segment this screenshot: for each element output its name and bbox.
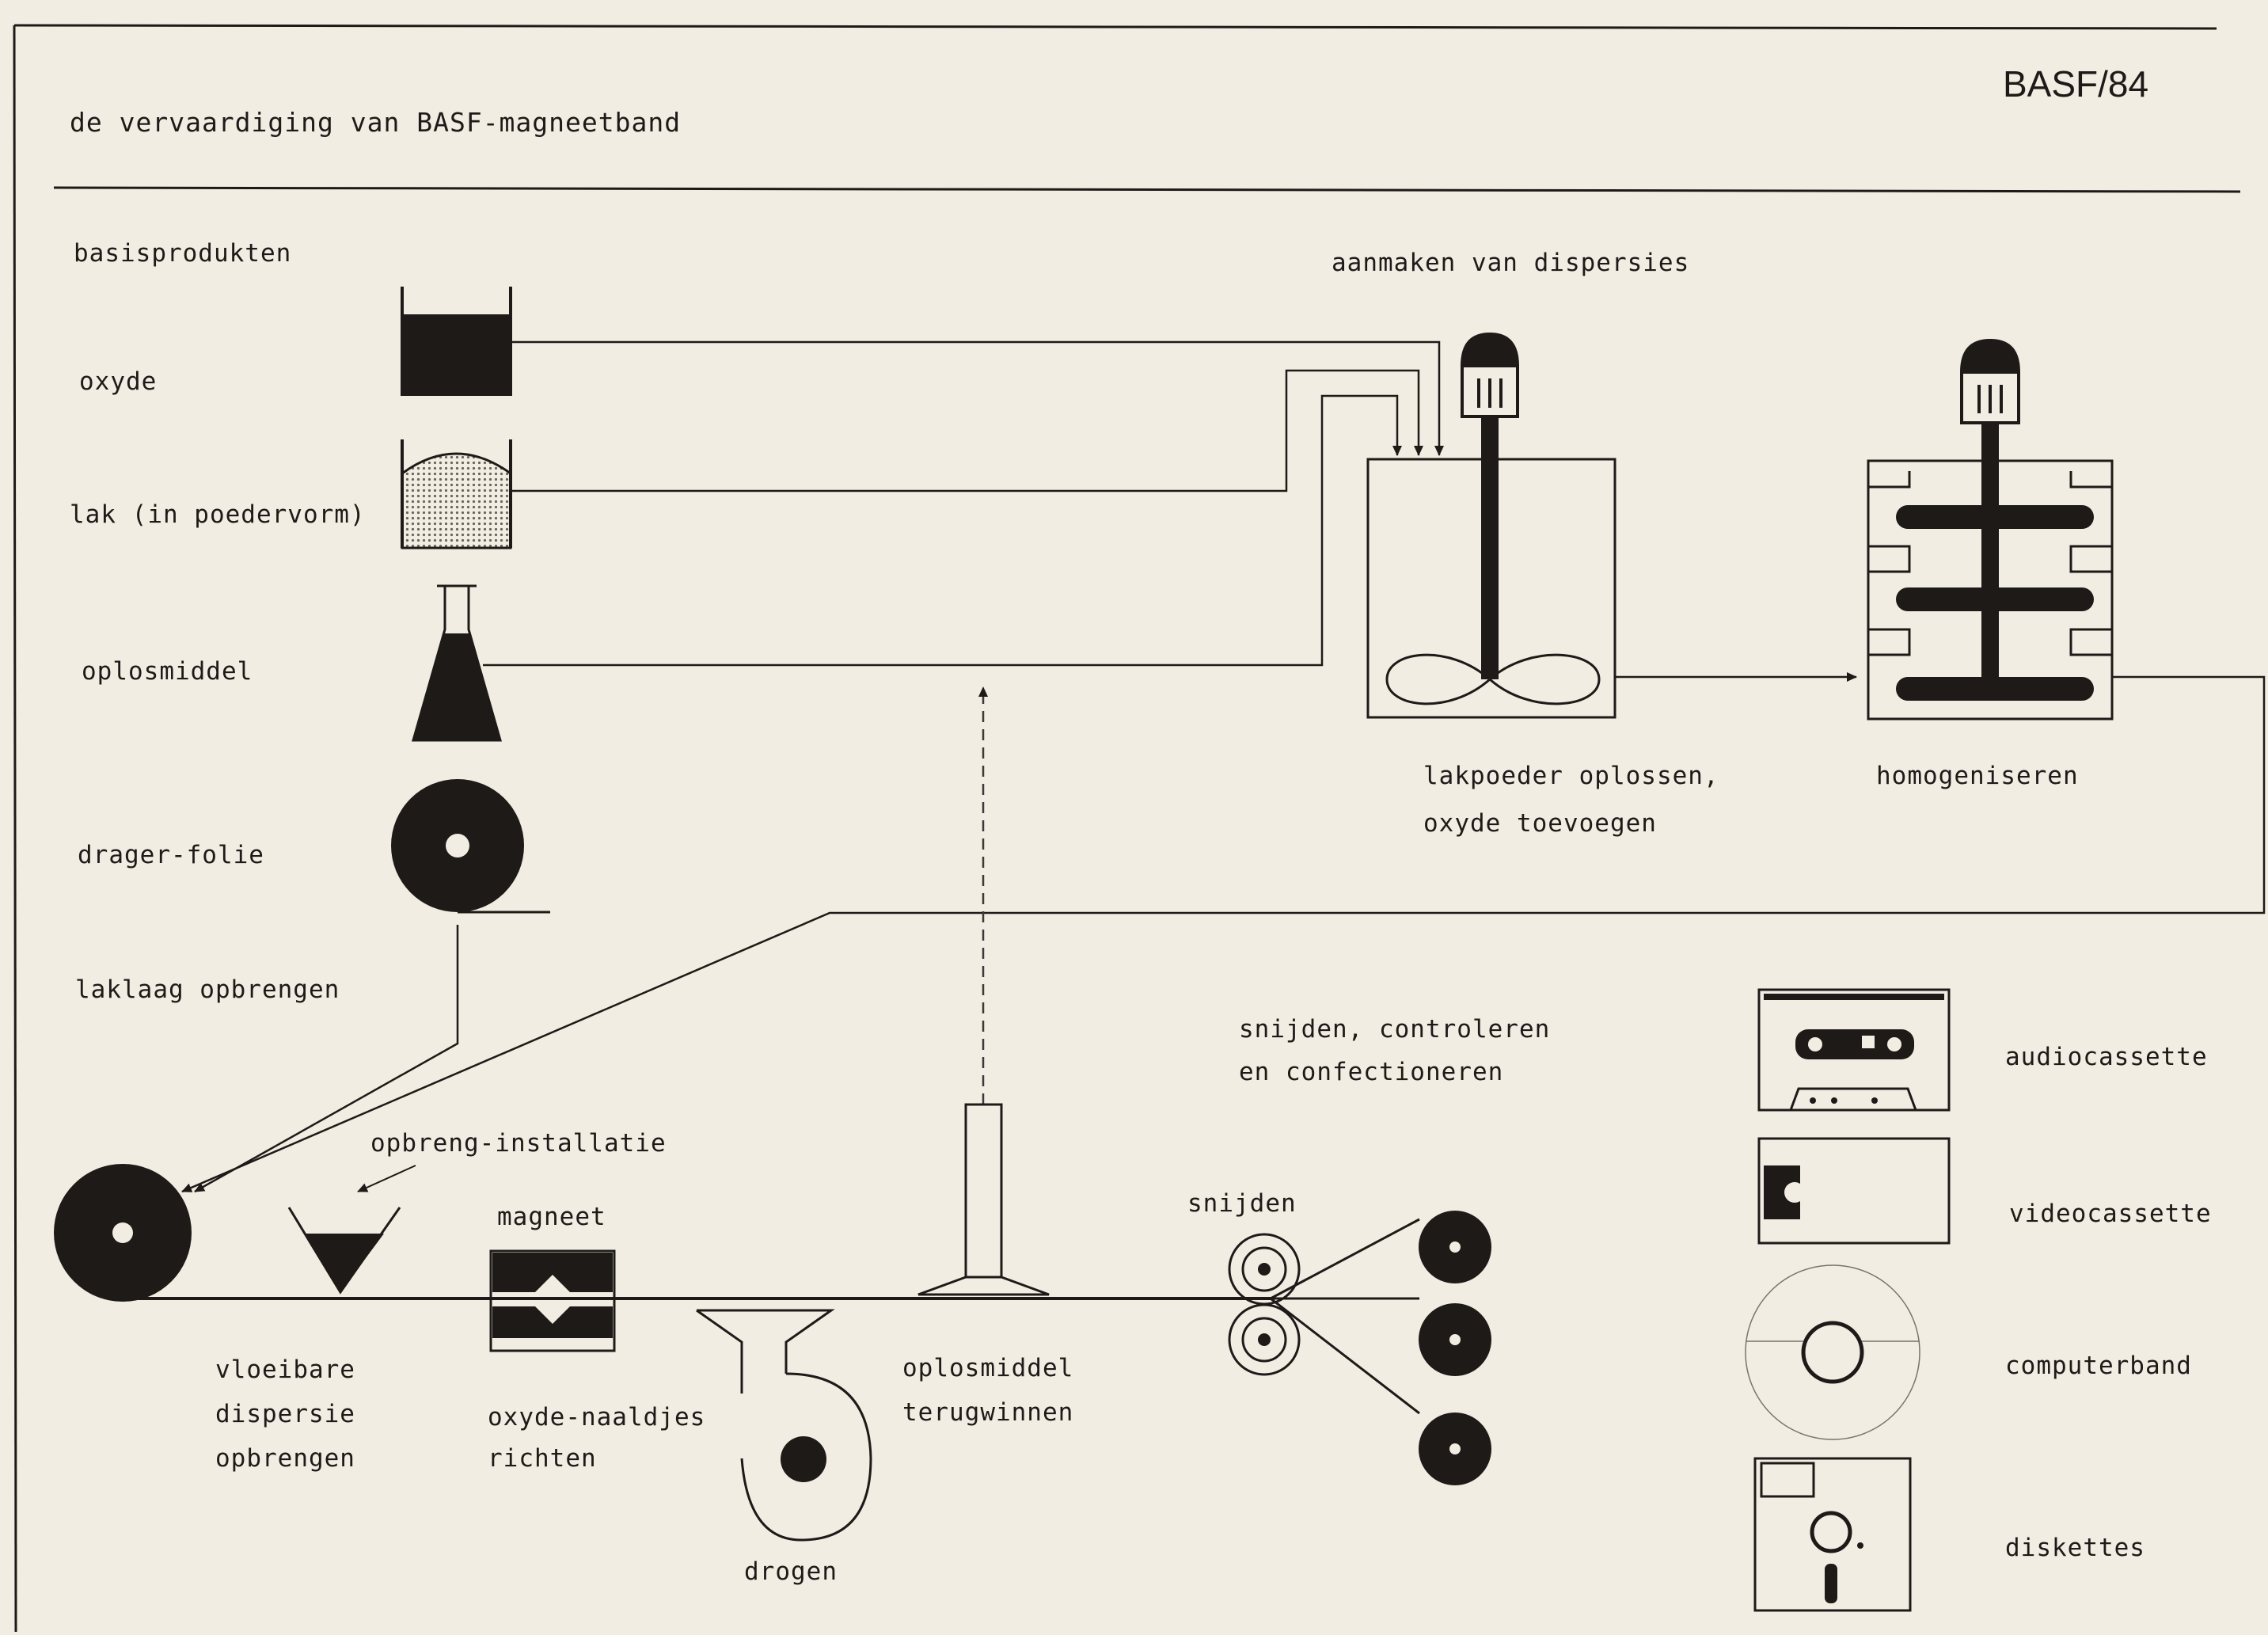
label-terugwinnen-line2: terugwinnen bbox=[902, 1398, 1073, 1427]
label-audiocassette: audiocassette bbox=[2005, 1043, 2208, 1071]
magnet-icon bbox=[489, 1249, 616, 1352]
mixer-tank-icon bbox=[1366, 333, 1616, 719]
label-computerband: computerband bbox=[2005, 1352, 2192, 1380]
label-videocassette: videocassette bbox=[2009, 1200, 2212, 1228]
label-snijden-controleren-line1: snijden, controleren bbox=[1239, 1015, 1550, 1044]
label-oxyde: oxyde bbox=[79, 367, 157, 396]
label-oplosmiddel: oplosmiddel bbox=[82, 657, 253, 686]
label-homogeniseren: homogeniseren bbox=[1876, 762, 2079, 790]
dryer-fan-icon bbox=[781, 1436, 826, 1482]
label-lakpoeder-line2: oxyde toevoegen bbox=[1423, 809, 1657, 838]
label-terugwinnen-line1: oplosmiddel bbox=[902, 1354, 1073, 1382]
unwind-roll-icon bbox=[54, 1164, 192, 1302]
label-laklaag: laklaag opbrengen bbox=[75, 975, 340, 1004]
page-frame bbox=[13, 24, 2241, 1633]
page-title: de vervaardiging van BASF-magneetband bbox=[70, 107, 681, 138]
label-oxyde-naaldjes-line2: richten bbox=[488, 1444, 597, 1473]
homogenizer-icon bbox=[1867, 339, 2114, 721]
label-oxyde-naaldjes-line1: oxyde-naaldjes bbox=[488, 1403, 705, 1432]
slitter-hub-bottom bbox=[1258, 1333, 1271, 1346]
coating-hopper-icon bbox=[287, 1207, 401, 1295]
lak-powder-container-icon bbox=[401, 439, 512, 549]
label-magneet: magneet bbox=[497, 1203, 606, 1231]
label-lakpoeder-line1: lakpoeder oplossen, bbox=[1423, 762, 1719, 790]
audiocassette-icon bbox=[1757, 988, 1951, 1112]
videocassette-icon bbox=[1757, 1137, 1951, 1245]
label-basisprodukten: basisprodukten bbox=[74, 239, 291, 268]
label-drager-folie: drager-folie bbox=[78, 841, 264, 869]
supply-lines bbox=[483, 340, 1444, 667]
diskette-icon bbox=[1753, 1457, 1912, 1612]
computerband-icon bbox=[1745, 1264, 1920, 1440]
label-aanmaken: aanmaken van dispersies bbox=[1332, 249, 1689, 277]
label-opbreng-installatie: opbreng-installatie bbox=[370, 1129, 667, 1158]
slitter-hub-top bbox=[1258, 1263, 1271, 1276]
solvent-flask-icon bbox=[412, 584, 502, 742]
label-vloeibare-line3: opbrengen bbox=[215, 1444, 355, 1473]
label-vloeibare-line2: dispersie bbox=[215, 1400, 355, 1428]
label-diskettes: diskettes bbox=[2005, 1534, 2145, 1562]
label-lak: lak (in poedervorm) bbox=[70, 500, 366, 529]
film-feed-line bbox=[194, 925, 459, 1193]
label-snijden-controleren-line2: en confectioneren bbox=[1239, 1058, 1503, 1086]
label-snijden: snijden bbox=[1187, 1189, 1297, 1218]
label-drogen: drogen bbox=[744, 1557, 838, 1586]
oxyde-container-icon bbox=[401, 287, 512, 396]
dispersion-return-line bbox=[181, 675, 2266, 1193]
installatie-pointer bbox=[357, 1165, 416, 1192]
solvent-recovery-hood-icon bbox=[917, 1103, 1050, 1296]
wind-up-rolls-icon bbox=[1419, 1211, 1491, 1485]
publication-code: BASF/84 bbox=[2003, 63, 2148, 105]
carrier-film-roll-icon bbox=[391, 779, 550, 914]
slitter-knives-icon bbox=[1228, 1233, 1301, 1376]
slit-tape-lines bbox=[1270, 1218, 1420, 1415]
label-vloeibare-line1: vloeibare bbox=[215, 1356, 355, 1384]
dryer-blower-icon bbox=[696, 1309, 872, 1542]
